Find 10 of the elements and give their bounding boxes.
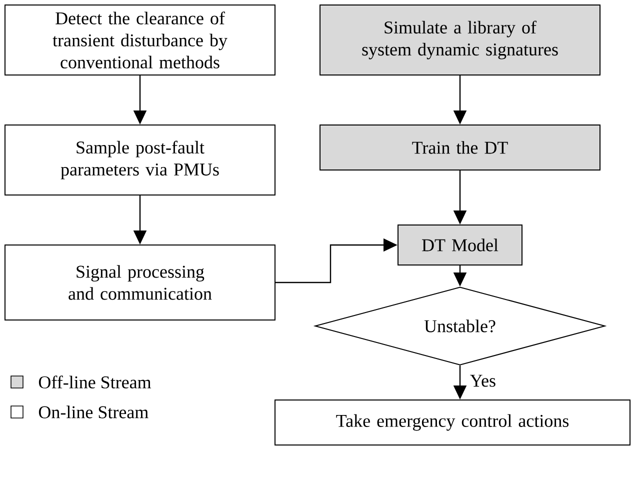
process-box: Train the DT xyxy=(320,124,600,170)
process-box: Take emergency control actions xyxy=(274,400,630,446)
process-box: DT Model xyxy=(398,224,522,266)
process-box: Signal processing and communication xyxy=(4,244,276,320)
edge-label: Yes xyxy=(468,374,498,388)
process-box: Sample post-fault parameters via PMUs xyxy=(4,124,276,196)
process-box: Detect the clearance of transient disturbance by conventional methods xyxy=(4,4,276,76)
process-box: Simulate a library of system dynamic signatures xyxy=(320,4,600,76)
legend-label: On-line Stream xyxy=(38,406,148,418)
legend-label: Off-line Stream xyxy=(38,376,152,388)
